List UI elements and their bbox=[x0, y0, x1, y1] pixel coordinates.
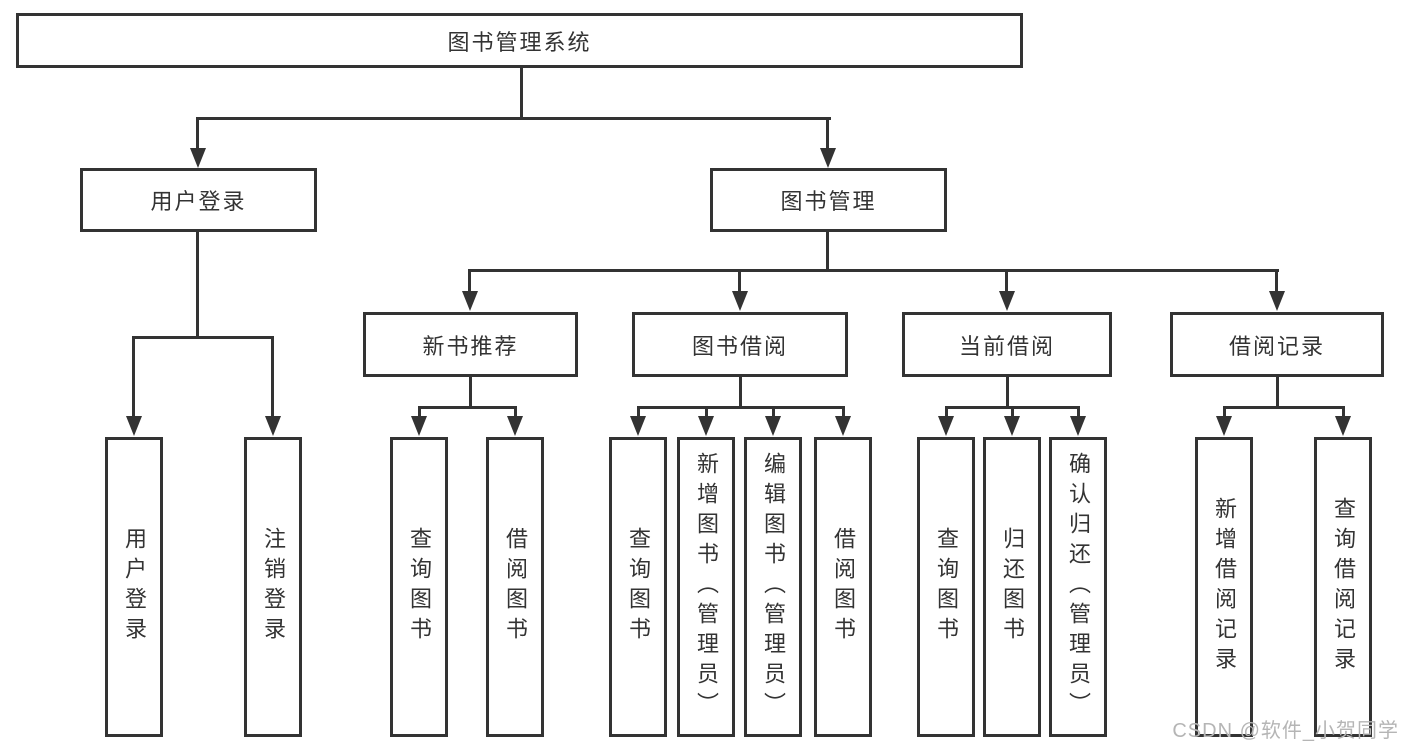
connector-drop-leaf bbox=[842, 406, 845, 420]
leaf-label: 借阅图书 bbox=[503, 527, 528, 647]
watermark: CSDN @软件_小贺同学 bbox=[1172, 720, 1399, 742]
connector-drop-leaf bbox=[132, 336, 135, 418]
node-borrow-records: 借阅记录 bbox=[1170, 312, 1384, 377]
connector-drop-leaf bbox=[772, 406, 775, 420]
leaf-label: 新增图书（管理员） bbox=[694, 452, 719, 722]
arrow-down-icon bbox=[1335, 416, 1351, 436]
arrow-down-icon bbox=[1216, 416, 1232, 436]
arrow-down-icon bbox=[938, 416, 954, 436]
leaf-label: 注销登录 bbox=[261, 527, 286, 647]
leaf-query-book-current: 查询图书 bbox=[917, 437, 975, 737]
arrow-down-icon bbox=[835, 416, 851, 436]
leaf-query-book-recommend: 查询图书 bbox=[390, 437, 448, 737]
leaf-logout-login: 注销登录 bbox=[244, 437, 302, 737]
arrow-down-icon bbox=[765, 416, 781, 436]
arrow-down-icon bbox=[462, 291, 478, 311]
leaf-add-borrow-record: 新增借阅记录 bbox=[1195, 437, 1253, 737]
node-new-book-recommend: 新书推荐 bbox=[363, 312, 578, 377]
connector-drop-leaf bbox=[1011, 406, 1014, 420]
leaf-add-book-admin: 新增图书（管理员） bbox=[677, 437, 735, 737]
connector-drop-book-management bbox=[826, 117, 829, 154]
connector-drop-leaf bbox=[1223, 406, 1226, 420]
leaf-label: 用户登录 bbox=[122, 527, 147, 647]
node-current-borrow: 当前借阅 bbox=[902, 312, 1112, 377]
leaf-borrow-book-recommend: 借阅图书 bbox=[486, 437, 544, 737]
leaf-confirm-return-admin: 确认归还（管理员） bbox=[1049, 437, 1107, 737]
connector-recommend-split bbox=[418, 406, 517, 409]
leaf-label: 借阅图书 bbox=[831, 527, 856, 647]
leaf-return-book: 归还图书 bbox=[983, 437, 1041, 737]
connector-user-login-split bbox=[132, 336, 274, 339]
leaf-label: 查询图书 bbox=[407, 527, 432, 647]
connector-drop-leaf bbox=[1342, 406, 1345, 420]
node-book-borrow: 图书借阅 bbox=[632, 312, 848, 377]
arrow-down-icon bbox=[507, 416, 523, 436]
arrow-down-icon bbox=[1269, 291, 1285, 311]
connector-records-split bbox=[1223, 406, 1345, 409]
leaf-label: 查询图书 bbox=[626, 527, 651, 647]
arrow-down-icon bbox=[190, 148, 206, 168]
leaf-label: 查询图书 bbox=[934, 527, 959, 647]
connector-drop-leaf bbox=[705, 406, 708, 420]
connector-drop-records bbox=[1275, 269, 1278, 294]
arrow-down-icon bbox=[630, 416, 646, 436]
connector-current-stub bbox=[1006, 377, 1009, 408]
leaf-query-book-borrow: 查询图书 bbox=[609, 437, 667, 737]
arrow-down-icon bbox=[126, 416, 142, 436]
connector-root-stub bbox=[520, 68, 523, 119]
arrow-down-icon bbox=[698, 416, 714, 436]
connector-mid-split bbox=[469, 269, 1279, 272]
connector-drop-leaf bbox=[418, 406, 421, 420]
leaf-edit-book-admin: 编辑图书（管理员） bbox=[744, 437, 802, 737]
connector-borrow-split bbox=[637, 406, 845, 409]
connector-top-split bbox=[197, 117, 831, 120]
connector-drop-leaf bbox=[637, 406, 640, 420]
leaf-label: 新增借阅记录 bbox=[1212, 497, 1237, 677]
connector-drop-leaf bbox=[945, 406, 948, 420]
connector-drop-leaf bbox=[1077, 406, 1080, 420]
arrow-down-icon bbox=[411, 416, 427, 436]
leaf-label: 确认归还（管理员） bbox=[1066, 452, 1091, 722]
connector-drop-recommend bbox=[468, 269, 471, 294]
leaf-label: 查询借阅记录 bbox=[1331, 497, 1356, 677]
node-library-system: 图书管理系统 bbox=[16, 13, 1023, 68]
connector-records-stub bbox=[1276, 377, 1279, 408]
leaf-user-login: 用户登录 bbox=[105, 437, 163, 737]
connector-drop-user-login bbox=[196, 117, 199, 154]
arrow-down-icon bbox=[1004, 416, 1020, 436]
arrow-down-icon bbox=[820, 148, 836, 168]
connector-book-management-stub bbox=[826, 232, 829, 272]
leaf-label: 编辑图书（管理员） bbox=[761, 452, 786, 722]
leaf-borrow-book-borrow: 借阅图书 bbox=[814, 437, 872, 737]
arrow-down-icon bbox=[999, 291, 1015, 311]
arrow-down-icon bbox=[732, 291, 748, 311]
arrow-down-icon bbox=[1070, 416, 1086, 436]
connector-recommend-stub bbox=[469, 377, 472, 408]
leaf-label: 归还图书 bbox=[1000, 527, 1025, 647]
connector-drop-leaf bbox=[271, 336, 274, 418]
connector-drop-current bbox=[1005, 269, 1008, 294]
node-user-login: 用户登录 bbox=[80, 168, 317, 232]
connector-borrow-stub bbox=[739, 377, 742, 408]
arrow-down-icon bbox=[265, 416, 281, 436]
connector-user-login-stub bbox=[196, 232, 199, 338]
leaf-query-borrow-record: 查询借阅记录 bbox=[1314, 437, 1372, 737]
node-book-management: 图书管理 bbox=[710, 168, 947, 232]
connector-drop-leaf bbox=[514, 406, 517, 420]
connector-drop-borrow bbox=[738, 269, 741, 294]
